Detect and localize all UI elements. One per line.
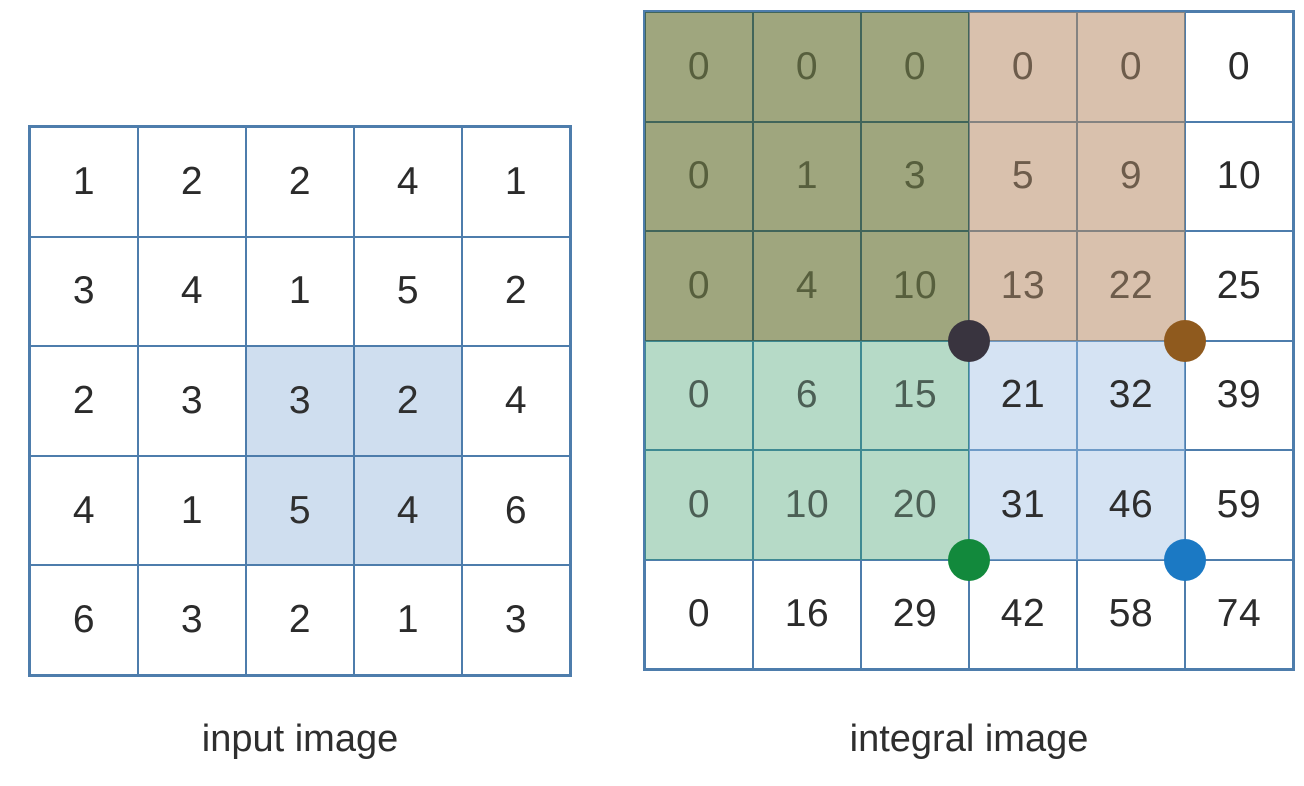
grid-cell: 0	[1185, 12, 1293, 122]
grid-cell: 1	[138, 455, 246, 566]
grid-cell: 1	[354, 565, 462, 675]
grid-cell: 6	[30, 565, 138, 675]
grid-cell: 58	[1077, 559, 1185, 669]
grid-cell: 0	[645, 559, 753, 669]
grid-cell: 2	[246, 127, 354, 237]
grid-cell: 6	[753, 340, 861, 450]
grid-cell: 25	[1185, 231, 1293, 341]
grid-cell: 0	[1077, 12, 1185, 122]
grid-cell: 0	[753, 12, 861, 122]
grid-cell: 9	[1077, 121, 1185, 231]
grid-cell: 1	[30, 127, 138, 237]
grid-cell: 0	[645, 12, 753, 122]
grid-cell: 3	[462, 565, 570, 675]
grid-cell: 10	[861, 231, 969, 341]
grid-cell: 31	[969, 450, 1077, 560]
grid-cell: 0	[645, 231, 753, 341]
grid-cell: 2	[246, 565, 354, 675]
grid-cell: 2	[354, 346, 462, 456]
grid-cell: 3	[138, 346, 246, 456]
grid-cell: 46	[1077, 450, 1185, 560]
grid-cell: 59	[1185, 450, 1293, 560]
grid-cell: 0	[645, 340, 753, 450]
grid-cell: 4	[462, 346, 570, 456]
grid-cell: 0	[645, 121, 753, 231]
grid-cell: 4	[354, 127, 462, 237]
blue-corner-dot	[1164, 538, 1206, 581]
green-corner-dot	[948, 538, 990, 581]
grid-cell: 5	[969, 121, 1077, 231]
grid-cell: 1	[753, 121, 861, 231]
grid-cell: 21	[969, 340, 1077, 450]
grid-cell: 4	[354, 455, 462, 566]
grid-cell: 3	[861, 121, 969, 231]
grid-cell: 10	[1185, 121, 1293, 231]
grid-cell: 29	[861, 559, 969, 669]
grid-cell: 4	[138, 236, 246, 347]
grid-cell: 4	[753, 231, 861, 341]
integral-image-label: integral image	[849, 718, 1089, 760]
grid-cell: 32	[1077, 340, 1185, 450]
grid-cell: 74	[1185, 559, 1293, 669]
grid-cell: 39	[1185, 340, 1293, 450]
grid-cell: 1	[462, 127, 570, 237]
grid-cell: 2	[462, 236, 570, 347]
grid-cell: 3	[246, 346, 354, 456]
brown-corner-dot	[1164, 319, 1206, 362]
grid-cell: 5	[354, 236, 462, 347]
grid-cell: 10	[753, 450, 861, 560]
grid-cell: 13	[969, 231, 1077, 341]
grid-cell: 1	[246, 236, 354, 347]
grid-cell: 3	[30, 236, 138, 347]
grid-cell: 4	[30, 455, 138, 566]
grid-cell: 0	[861, 12, 969, 122]
grid-cell: 2	[138, 127, 246, 237]
grid-cell: 0	[969, 12, 1077, 122]
grid-cell: 3	[138, 565, 246, 675]
grid-cell: 15	[861, 340, 969, 450]
grid-cell: 2	[30, 346, 138, 456]
grid-cell: 42	[969, 559, 1077, 669]
input-image-label: input image	[201, 718, 399, 760]
black-corner-dot	[948, 319, 990, 362]
grid-cell: 5	[246, 455, 354, 566]
grid-cell: 6	[462, 455, 570, 566]
grid-cell: 0	[645, 450, 753, 560]
grid-cell: 22	[1077, 231, 1185, 341]
grid-cell: 20	[861, 450, 969, 560]
grid-cell: 16	[753, 559, 861, 669]
